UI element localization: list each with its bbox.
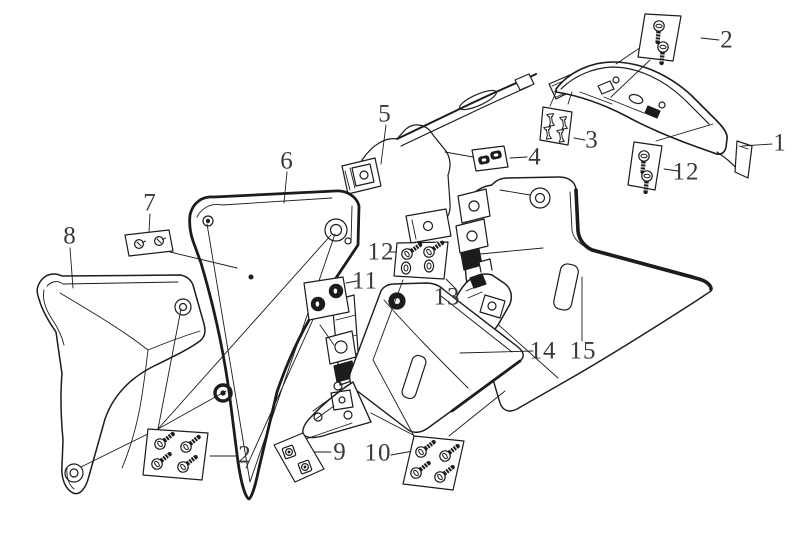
part-14-lower-panel: [303, 283, 523, 438]
plate-10-screws: [403, 436, 464, 490]
part-6-fairing-panel: [190, 191, 359, 499]
part-1-upper-side-cover: [556, 62, 752, 178]
leader-lines: [70, 38, 772, 467]
plate-7-screws: [125, 230, 173, 256]
plate-2-bottom-screws: [143, 429, 208, 480]
callout-15: 15: [569, 337, 597, 365]
callout-7: 7: [143, 189, 157, 217]
callout-2-top: 2: [720, 26, 734, 54]
callout-6: 6: [280, 147, 294, 175]
plate-9-square-nuts: [274, 433, 324, 482]
callout-12-top: 12: [672, 158, 700, 186]
callout-8: 8: [63, 222, 77, 250]
callout-2-bottom: 2: [238, 441, 252, 469]
callout-12-mid: 12: [367, 238, 395, 266]
plate-3-push-clips: [540, 107, 572, 145]
callout-14: 14: [529, 337, 557, 365]
callout-13: 13: [433, 283, 461, 311]
callout-1: 1: [773, 129, 787, 157]
plate-12-top-screws: [628, 142, 662, 192]
callout-3: 3: [585, 126, 599, 154]
plate-2-top-screws: [638, 14, 681, 63]
callout-11: 11: [351, 267, 379, 295]
callout-5: 5: [378, 100, 392, 128]
plate-11-grommets: [304, 277, 349, 320]
plate-12-mid-screws-grommets: [394, 239, 448, 279]
callout-4: 4: [528, 143, 542, 171]
plate-4-clips: [472, 146, 508, 171]
part-5-inner-bracket: [342, 74, 578, 243]
part-15-side-panel: [456, 177, 712, 411]
part-8-fairing-panel: [37, 274, 205, 494]
callout-9: 9: [333, 438, 347, 466]
callout-10: 10: [364, 439, 392, 467]
